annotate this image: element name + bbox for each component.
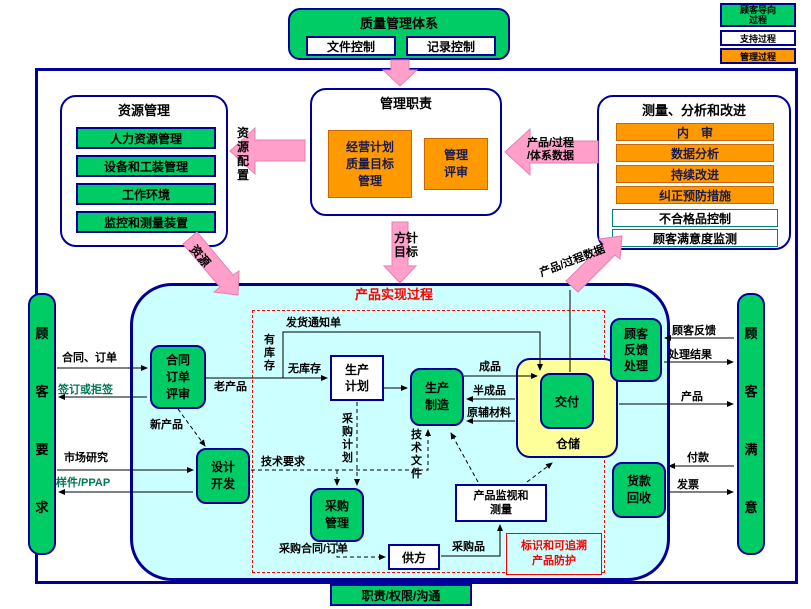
customer-satisfaction-bar: 顾 客 满 意 xyxy=(737,293,765,555)
label-invoice: 发票 xyxy=(677,479,699,491)
label-market-research: 市场研究 xyxy=(64,452,108,464)
document-control-box: 文件控制 xyxy=(306,36,396,56)
manufacturing-box: 生产 制造 xyxy=(410,368,464,426)
human-resource-box: 人力资源管理 xyxy=(76,127,216,149)
identification-traceability-box: 标识和可追溯 产品防护 xyxy=(506,533,602,575)
responsibility-authority-communication-box: 职责/权限/沟通 xyxy=(330,584,472,606)
label-no-stock: 无库存 xyxy=(288,363,321,375)
measurement-analysis-title: 测量、分析和改进 xyxy=(641,103,746,118)
label-product: 产品 xyxy=(681,391,703,403)
customer-feedback-handling-box: 顾客 反馈 处理 xyxy=(610,318,662,382)
label-old-product: 老产品 xyxy=(214,381,247,393)
purchasing-box: 采购 管理 xyxy=(310,488,364,542)
label-tech-document: 技 术 文 件 xyxy=(411,429,422,480)
delivery-box: 交付 xyxy=(540,373,594,429)
customer-requirements-bar: 顾 客 要 求 xyxy=(28,293,56,555)
customer-satisfaction-monitor-box: 顾客满意度监测 xyxy=(612,229,778,247)
legend-customer-oriented-process: 顾客导向 过程 xyxy=(720,3,796,27)
work-environment-box: 工作环境 xyxy=(76,183,216,205)
data-analysis-box: 数据分析 xyxy=(616,144,774,162)
corrective-preventive-box: 纠正预防措施 xyxy=(616,186,774,204)
label-shipping-notice: 发货通知单 xyxy=(286,317,341,329)
product-monitoring-box: 产品监视和 测量 xyxy=(455,484,547,522)
management-review-box: 管理 评审 xyxy=(424,138,488,190)
continuous-improvement-box: 持续改进 xyxy=(616,165,774,183)
legend-management-process: 管理过程 xyxy=(720,48,796,64)
label-customer-feedback: 顾客反馈 xyxy=(672,325,716,337)
label-purchase-contract-order: 采购合同/订单 xyxy=(279,543,349,555)
label-sample-ppap: 样件/PPAP xyxy=(56,477,111,489)
production-plan-box: 生产 计划 xyxy=(330,355,384,401)
monitoring-devices-box: 监控和测量装置 xyxy=(76,211,216,233)
legend-support-process: 支持过程 xyxy=(720,30,796,46)
business-plan-box: 经营计划 质量目标 管理 xyxy=(328,130,412,198)
label-resource-allocation: 资 源 配 置 xyxy=(237,126,250,182)
equipment-tooling-box: 设备和工装管理 xyxy=(76,155,216,177)
nonconforming-control-box: 不合格品控制 xyxy=(612,209,778,227)
supplier-box: 供方 xyxy=(388,544,440,570)
resource-management-title: 资源管理 xyxy=(117,103,170,118)
label-purchased-goods: 采购品 xyxy=(452,541,485,553)
measurement-analysis-section: 测量、分析和改进 内 审 数据分析 持续改进 纠正预防措施 不合格品控制 顾客满… xyxy=(597,95,791,250)
record-control-box: 记录控制 xyxy=(406,36,496,56)
label-raw-material: 原辅材料 xyxy=(467,407,511,419)
label-semi-finished: 半成品 xyxy=(473,385,506,397)
label-tech-requirement: 技术要求 xyxy=(261,456,305,468)
label-purchase-plan: 采 购 计 划 xyxy=(342,413,353,464)
management-responsibility-section: 管理职责 经营计划 质量目标 管理 管理 评审 xyxy=(310,88,502,216)
label-handling-result: 处理结果 xyxy=(668,349,712,361)
payment-collection-box: 货款 回收 xyxy=(612,462,666,518)
label-policy-target: 方针 目标 xyxy=(394,231,419,259)
resource-management-section: 资源管理 人力资源管理 设备和工装管理 工作环境 监控和测量装置 xyxy=(60,95,228,247)
product-realization-title: 产品实现过程 xyxy=(355,287,434,302)
internal-audit-box: 内 审 xyxy=(616,123,774,141)
qms-title: 质量管理体系 xyxy=(359,16,438,31)
qms-box: 质量管理体系 文件控制 记录控制 xyxy=(288,8,510,60)
contract-review-box: 合同 订单 评审 xyxy=(150,345,206,409)
label-payment: 付款 xyxy=(687,452,709,464)
label-system-data: 产品/过程 /体系数据 xyxy=(527,137,575,162)
label-in-stock: 有 库 存 xyxy=(264,334,275,372)
design-development-box: 设计 开发 xyxy=(196,448,250,504)
label-contract-order: 合同、订单 xyxy=(62,352,117,364)
management-responsibility-title: 管理职责 xyxy=(379,96,432,111)
label-sign-or-reject: 签订或拒签 xyxy=(58,384,113,396)
warehouse-label: 仓储 xyxy=(556,437,581,451)
label-finished-goods: 成品 xyxy=(479,361,501,373)
label-new-product: 新产品 xyxy=(150,419,183,431)
